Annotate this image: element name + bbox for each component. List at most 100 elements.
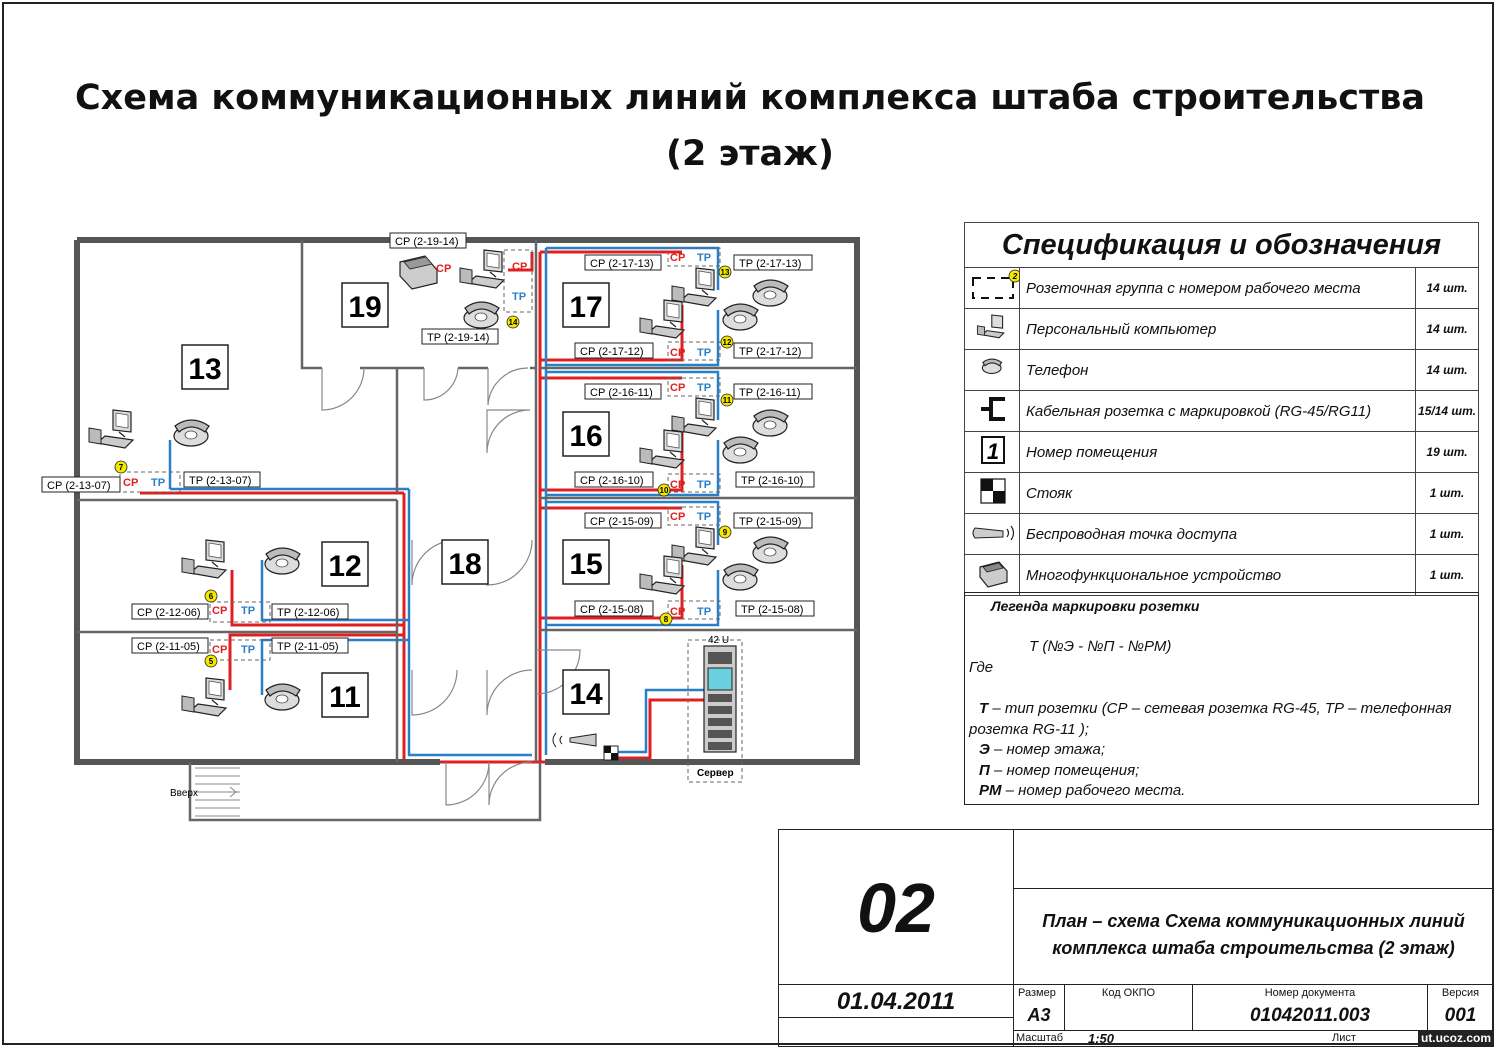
outlet-label: СР (2-13-07) [47, 480, 111, 492]
outlet-label: СР (2-16-10) [580, 475, 644, 487]
marking-legend: Легенда маркировки розетки Т (№Э - №П - … [964, 592, 1479, 805]
phone-icon [264, 547, 301, 575]
outlet-label: ТР (2-16-10) [741, 475, 803, 487]
size-label: Размер [1018, 987, 1056, 999]
spec-row: Телефон 14 шт. [964, 349, 1479, 391]
sheet-label: Лист [1332, 1032, 1356, 1044]
phone-icon [752, 536, 789, 564]
mfp-icon [979, 561, 1008, 588]
cp-mark: СР [123, 477, 138, 489]
floor-plan: Вверх 13 19 17 16 15 12 18 11 14 [41, 232, 860, 822]
spec-row: 1 Номер помещения 19 шт. [964, 431, 1479, 473]
doc-number: 01042011.003 [1249, 1005, 1371, 1026]
doors [321, 367, 581, 806]
legend-title: Легенда маркировки розетки [991, 598, 1200, 614]
room-number-16: 16 [569, 420, 602, 453]
outlet-label: ТР (2-17-13) [739, 258, 801, 270]
svg-text:13: 13 [721, 268, 730, 277]
spec-row: Беспроводная точка доступа 1 шт. [964, 513, 1479, 555]
svg-text:6: 6 [209, 592, 214, 601]
plan-title-line2: комплекса штаба строительства (2 этаж) [1052, 938, 1455, 958]
version-value: 001 [1444, 1005, 1477, 1026]
outlet-label: ТР (2-16-11) [739, 387, 801, 399]
legend-rm: РМ – номер рабочего места. [979, 782, 1186, 799]
room-number-13: 13 [188, 353, 221, 386]
spec-row: 2 Розеточная группа с номером рабочего м… [964, 267, 1479, 309]
svg-text:1: 1 [987, 439, 999, 464]
outlet-group [209, 601, 271, 623]
tp-mark: ТР [697, 252, 711, 264]
doc-number-label: Номер документа [1264, 987, 1356, 999]
pc-icon [459, 249, 505, 289]
room-number-17: 17 [569, 291, 602, 324]
outlet-label: СР (2-19-14) [395, 236, 459, 248]
server-rack: 42 U Сервер [697, 635, 737, 779]
workplace-badge: 10 [657, 483, 671, 497]
spec-row: Многофункциональное устройство 1 шт. [964, 554, 1479, 596]
page-title: Схема коммуникационных линий комплекса ш… [74, 78, 1425, 118]
spec-row: Кабельная розетка с маркировкой (RG-45/R… [964, 390, 1479, 432]
document-date: 01.04.2011 [836, 988, 956, 1015]
room-number-19: 19 [348, 291, 381, 324]
spec-header: Спецификация и обозначения [964, 222, 1479, 268]
server-label: Сервер [697, 768, 734, 779]
riser-icon [980, 478, 1006, 504]
svg-text:7: 7 [119, 463, 124, 472]
version-label: Версия [1441, 987, 1480, 999]
scale-label: Масштаб [1016, 1032, 1064, 1044]
pc-icon [181, 677, 227, 717]
workplace-badge: 8 [659, 612, 673, 626]
svg-text:11: 11 [723, 396, 732, 405]
svg-text:12: 12 [723, 338, 732, 347]
tp-mark: ТР [512, 291, 526, 303]
tp-mark: ТР [697, 479, 711, 491]
phone-icon [463, 301, 500, 329]
tp-mark: ТР [697, 382, 711, 394]
outlet-label: ТР (2-12-06) [277, 607, 339, 619]
outlet-label: ТР (2-15-09) [739, 516, 801, 528]
cp-mark: СР [436, 263, 451, 275]
workplace-badge: 9 [718, 525, 732, 539]
svg-text:2: 2 [1012, 272, 1018, 281]
phone-icon [752, 409, 789, 437]
room-number-icon: 1 [981, 436, 1005, 464]
okpo-label: Код ОКПО [1101, 987, 1156, 999]
cp-mark: СР [670, 606, 685, 618]
cp-mark: СР [212, 605, 227, 617]
outlet-label: СР (2-12-06) [137, 607, 201, 619]
legend-e: Э – номер этажа; [979, 741, 1106, 758]
pc-icon [639, 429, 685, 469]
phone-icon [173, 419, 210, 447]
svg-text:5: 5 [209, 657, 214, 666]
legend-formula: Т (№Э - №П - №РМ) [1029, 638, 1172, 655]
cp-mark: СР [670, 479, 685, 491]
pc-icon [181, 539, 227, 579]
cable-outlet-icon [981, 397, 1005, 421]
cp-mark: СР [512, 261, 527, 273]
plan-title-line1: План – схема Схема коммуникационных лини… [1042, 911, 1465, 931]
outlet-label: ТР (2-15-08) [741, 604, 803, 616]
stairs-label: Вверх [170, 788, 198, 799]
outlet-label: ТР (2-13-07) [189, 475, 251, 487]
outlet-label: СР (2-15-08) [580, 604, 644, 616]
outlet-label: ТР (2-17-12) [739, 346, 801, 358]
size-value: А3 [1027, 1005, 1051, 1025]
wireless-ap-icon [972, 525, 1015, 541]
tp-mark: ТР [697, 347, 711, 359]
wireless-ap-icon [552, 732, 597, 748]
workplace-badge: 5 [204, 654, 218, 668]
specification-table: Спецификация и обозначения 2 Розеточная … [964, 222, 1479, 596]
outlet-label: ТР (2-11-05) [277, 641, 339, 653]
svg-text:10: 10 [660, 486, 669, 495]
spec-row: Персональный компьютер 14 шт. [964, 308, 1479, 350]
pc-icon [671, 397, 717, 437]
legend-t: Т – тип розетки (СР – сетевая розетка RG… [979, 700, 1452, 717]
svg-text:42 U: 42 U [708, 635, 729, 646]
cp-mark: СР [212, 644, 227, 656]
tp-mark: ТР [241, 605, 255, 617]
outlet-label: СР (2-11-05) [137, 641, 200, 653]
outlet-group [503, 249, 533, 313]
spec-row: Стояк 1 шт. [964, 472, 1479, 514]
cp-mark: СР [670, 382, 685, 394]
tp-mark: ТР [151, 477, 165, 489]
